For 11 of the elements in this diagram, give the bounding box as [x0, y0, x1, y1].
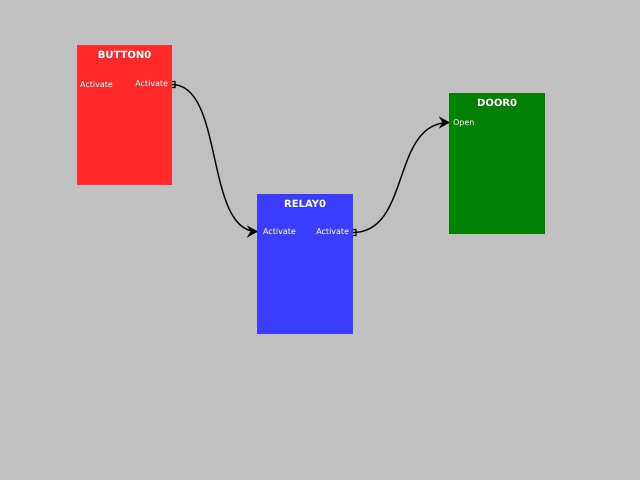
- component-title: BUTTON0: [96, 50, 152, 61]
- component-title: DOOR0: [476, 98, 518, 109]
- port-label: Activate: [135, 79, 172, 88]
- port-label: Open: [449, 118, 474, 127]
- port-label: Activate: [77, 80, 113, 89]
- component-box: [77, 45, 172, 185]
- port-label: Activate: [257, 227, 296, 236]
- component-title: RELAY0: [283, 199, 327, 210]
- component-box: [449, 93, 545, 234]
- port-label: Activate: [316, 227, 353, 236]
- component-box: [257, 194, 353, 334]
